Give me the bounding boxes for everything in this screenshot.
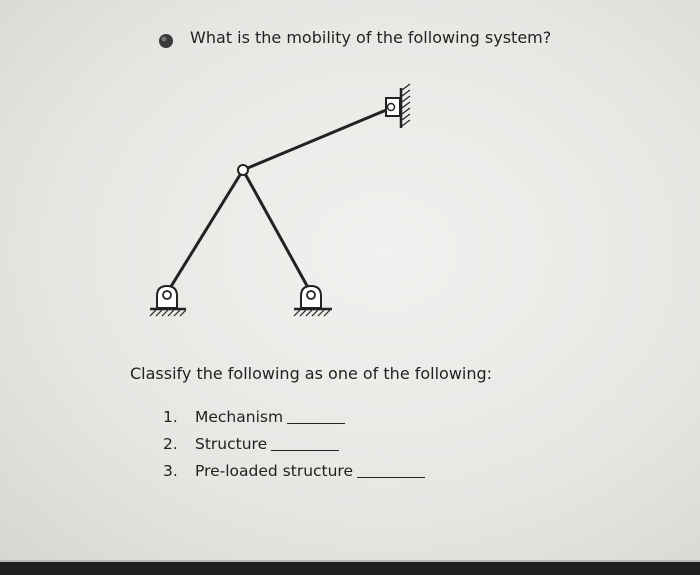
classify-instruction: Classify the following as one of the fol… [130,364,493,383]
list-item: 2. Structure [163,435,425,462]
answer-blank[interactable] [287,408,346,424]
list-item: 3. Pre-loaded structure [163,462,426,489]
background-edge [0,562,700,575]
linkage-diagram [149,83,411,317]
link-left [165,169,245,294]
option-number: 1. [163,408,178,426]
answer-blank[interactable] [357,462,426,478]
answer-blank[interactable] [271,435,340,451]
bullet-icon [159,34,173,48]
option-label: Mechanism [195,408,284,426]
link-top [242,106,392,172]
options-list: 1. Mechanism 2. Structure 3. Pre-loaded … [163,408,426,489]
ground-support-right-icon [293,284,332,317]
ground-support-left-icon [149,284,187,317]
question-text: What is the mobility of the following sy… [190,28,552,47]
option-label: Pre-loaded structure [195,462,354,480]
pin-joint-icon [237,164,249,176]
option-label: Structure [195,435,268,453]
paper-sheet: What is the mobility of the following sy… [0,0,700,562]
wall-support-icon [385,83,411,128]
option-number: 3. [163,462,178,480]
list-item: 1. Mechanism [163,408,425,435]
link-right [241,169,313,294]
option-number: 2. [163,435,178,453]
